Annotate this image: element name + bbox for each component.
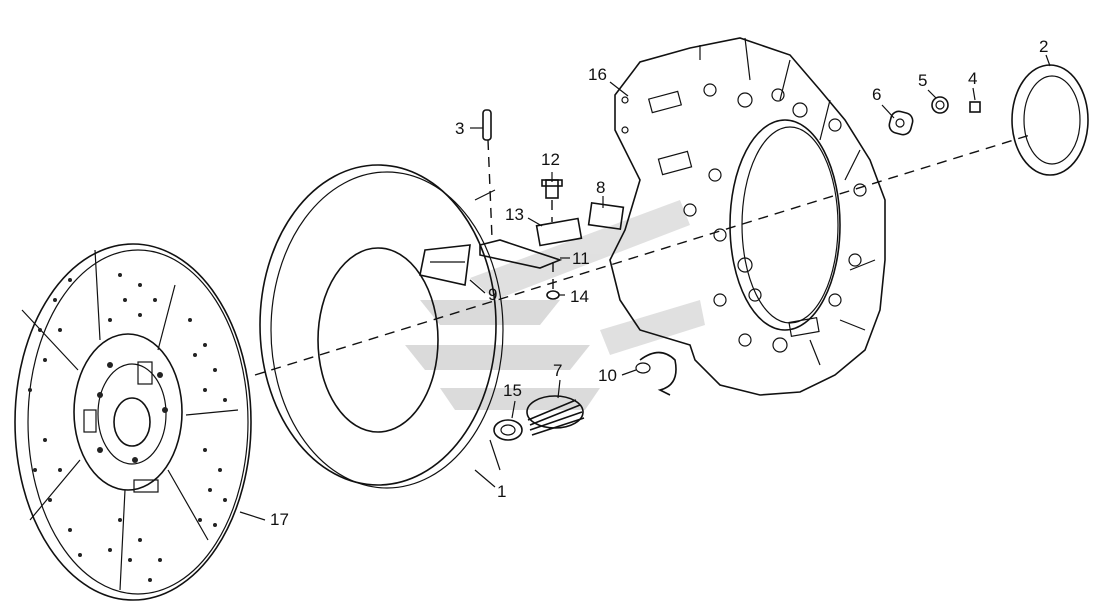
bracket-13 (535, 217, 583, 247)
lever-9 (419, 244, 471, 286)
label-17: 17 (270, 510, 289, 529)
spring-7 (526, 395, 585, 436)
pressure-plate (259, 164, 504, 489)
pin-axis-line (487, 139, 493, 239)
screw-12 (541, 179, 563, 199)
label-13: 13 (505, 205, 524, 224)
bushing-15 (493, 419, 523, 441)
label-8: 8 (596, 178, 605, 197)
washer-14 (546, 290, 560, 300)
label-12: 12 (541, 150, 560, 169)
label-7: 7 (553, 361, 562, 380)
label-3: 3 (455, 119, 464, 138)
clutch-disc (14, 243, 252, 601)
label-2: 2 (1039, 37, 1048, 56)
nut-4 (969, 101, 981, 113)
spring-clip-10 (635, 351, 677, 396)
label-10: 10 (598, 366, 617, 385)
label-4: 4 (968, 69, 977, 88)
label-11: 11 (572, 249, 590, 268)
label-5: 5 (918, 71, 927, 90)
lever-11 (479, 239, 563, 269)
release-ring-2 (1011, 64, 1089, 176)
label-6: 6 (872, 85, 881, 104)
clutch-cover (609, 37, 886, 396)
label-1: 1 (497, 482, 506, 501)
washer-6 (888, 110, 914, 136)
label-16: 16 (588, 65, 607, 84)
plate-8 (587, 201, 625, 231)
pin-3 (482, 109, 492, 141)
nut-5 (931, 96, 949, 114)
label-15: 15 (503, 381, 522, 400)
label-14: 14 (570, 287, 589, 306)
leader-lines (239, 54, 1051, 521)
label-9: 9 (488, 285, 497, 304)
